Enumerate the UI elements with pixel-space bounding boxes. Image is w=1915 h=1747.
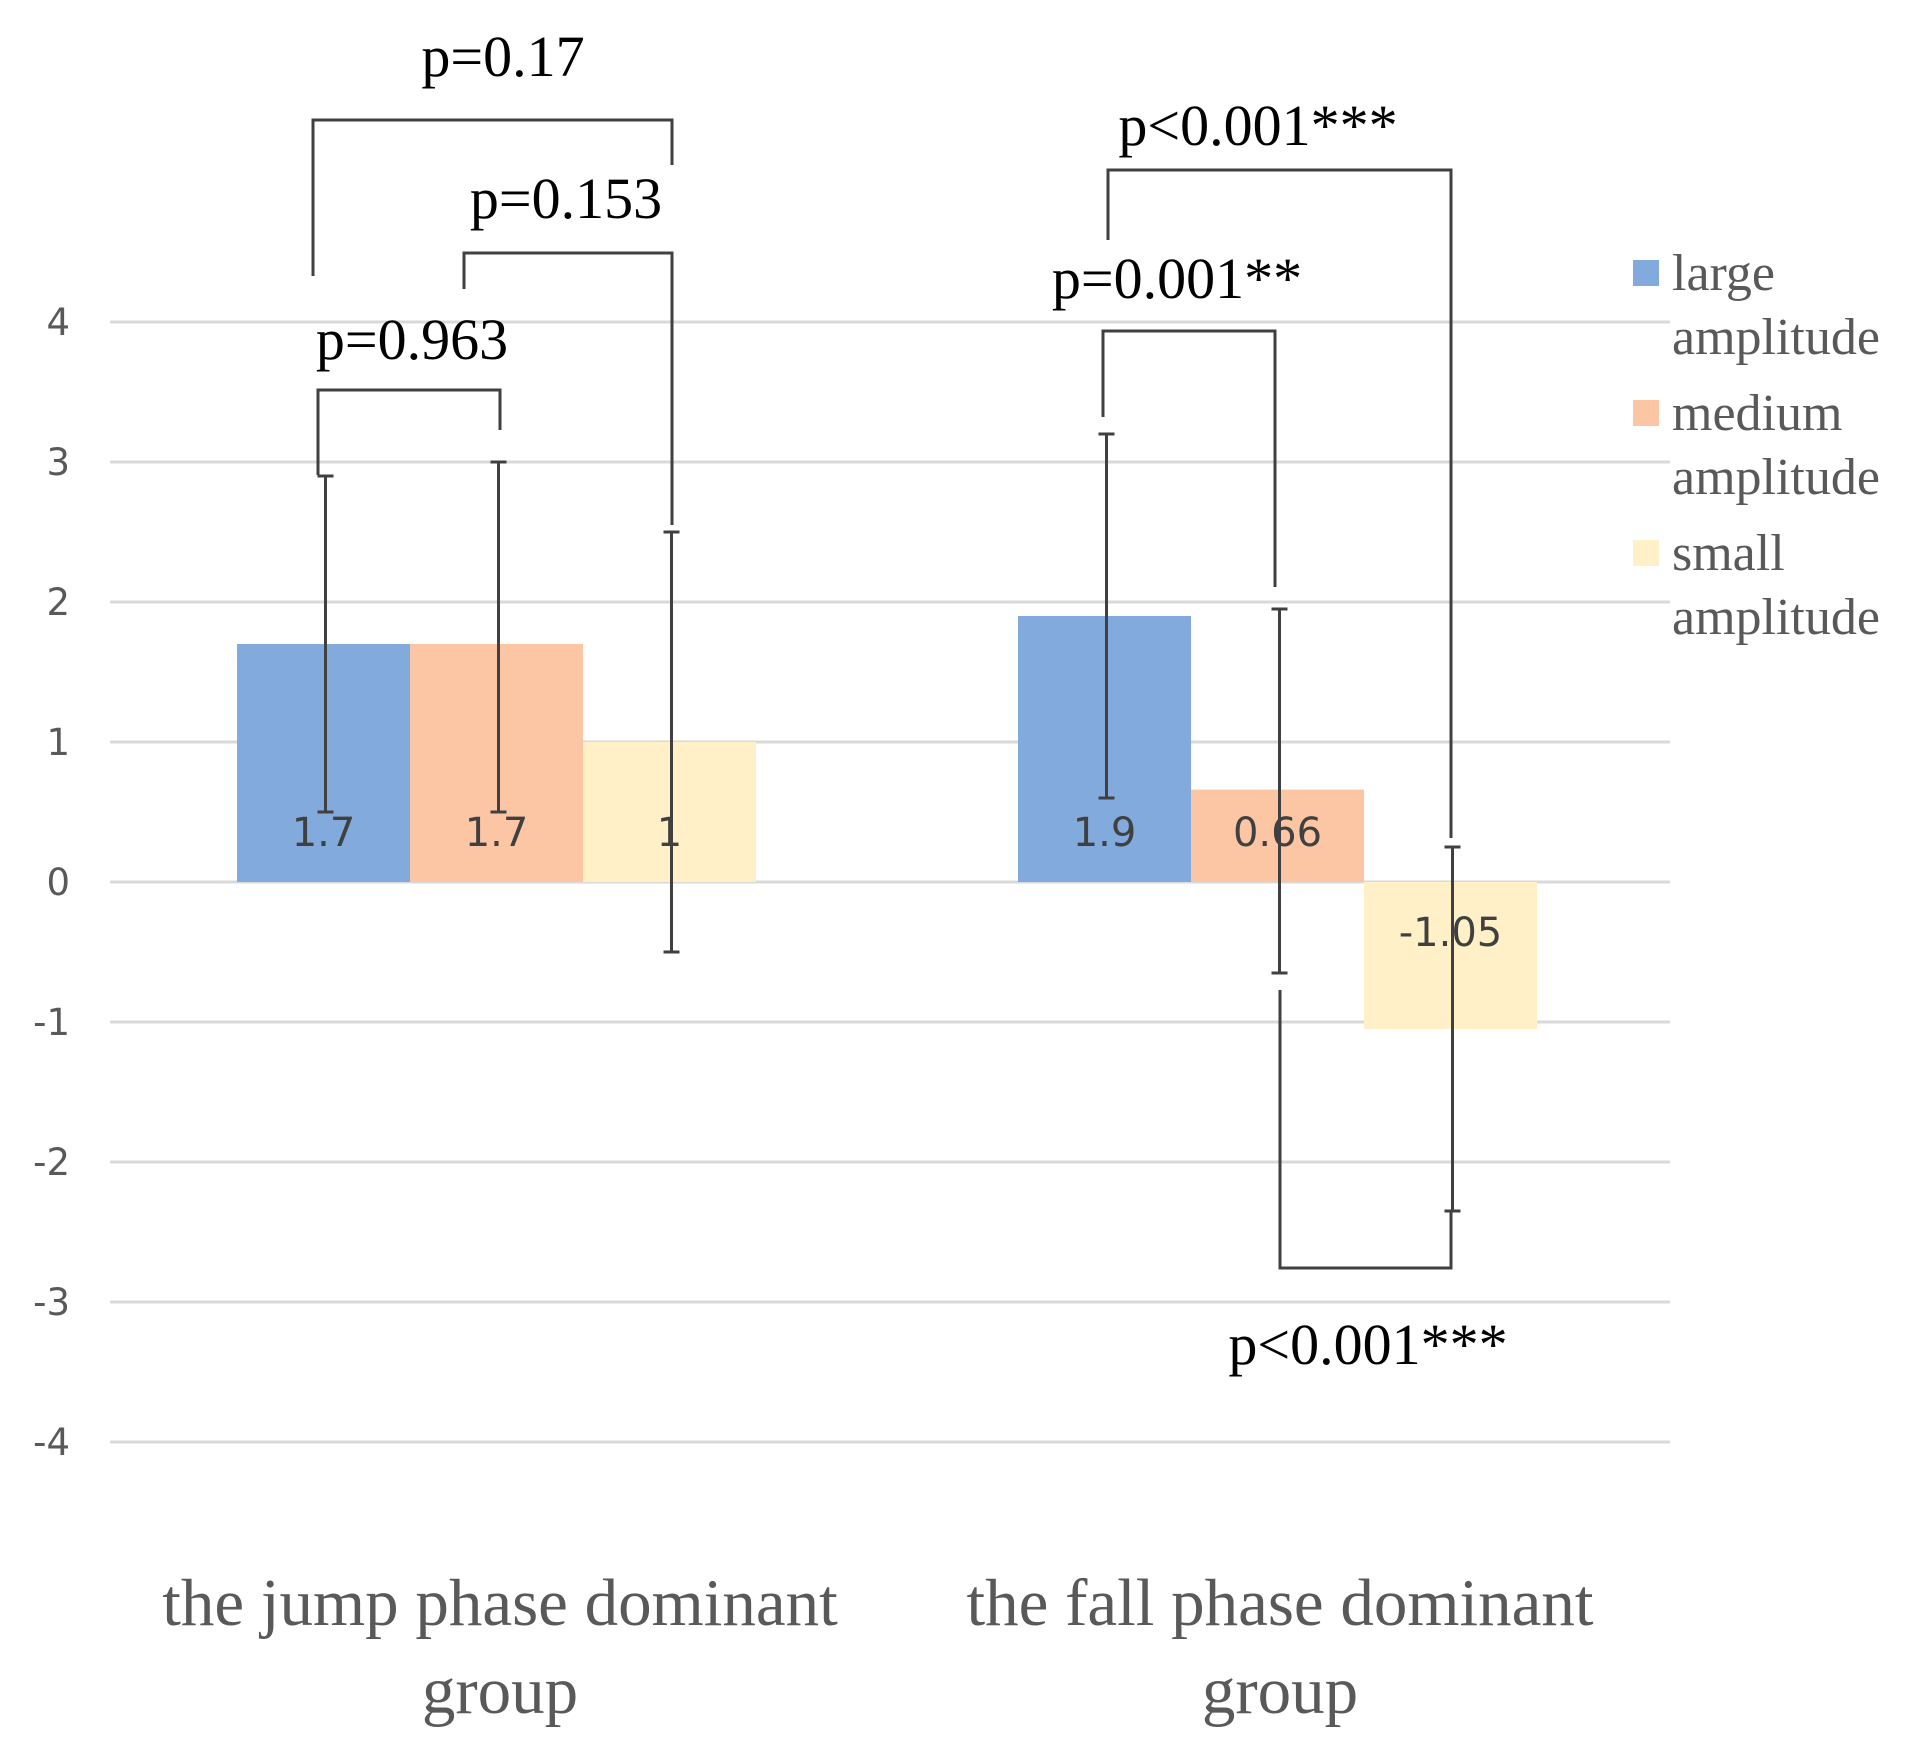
legend-label: small: [1672, 525, 1785, 582]
significance-label: p<0.001***: [1228, 1312, 1507, 1377]
significance-label: p=0.17: [421, 24, 584, 89]
bar: [583, 742, 756, 882]
legend-swatch: [1633, 400, 1659, 426]
data-label: 1.9: [1073, 810, 1137, 856]
significance-bracket: [462, 251, 674, 525]
y-tick-label: -2: [33, 1141, 70, 1184]
category-label: the fall phase dominant: [966, 1566, 1593, 1640]
y-tick-label: 2: [46, 581, 70, 624]
significance-bracket: [1101, 329, 1277, 587]
y-tick-label: -1: [33, 1001, 70, 1044]
data-label: 1.7: [465, 810, 529, 856]
y-tick-label: 3: [46, 441, 70, 484]
significance-bracket: [316, 388, 502, 475]
y-tick-label: 1: [46, 721, 70, 764]
data-label: -1.05: [1399, 910, 1503, 956]
data-label: 0.66: [1233, 810, 1322, 856]
significance-bracket: [1278, 990, 1453, 1270]
bar: [410, 644, 583, 882]
legend-swatch: [1633, 260, 1659, 286]
bar: [1364, 882, 1537, 1029]
significance-label: p=0.001**: [1052, 246, 1302, 311]
legend-label: amplitude: [1672, 449, 1880, 506]
category-label: the jump phase dominant: [162, 1566, 838, 1640]
significance-label: p=0.153: [470, 166, 662, 231]
legend-label: amplitude: [1672, 309, 1880, 366]
significance-brackets: p=0.17 p=0.153 p=0.963 p<0.001*** p=0.001** p…: [311, 24, 1508, 1377]
legend-swatch: [1633, 540, 1659, 566]
data-labels: 1.7 1.9 1.7 0.66 1 -1.05: [292, 810, 1503, 956]
category-label: group: [422, 1654, 578, 1728]
significance-label: p=0.963: [316, 307, 508, 372]
y-tick-label: -3: [33, 1281, 70, 1324]
bars: [237, 616, 1537, 1029]
significance-label: p<0.001***: [1118, 93, 1397, 158]
legend-label: large: [1672, 245, 1775, 302]
y-tick-label: -4: [33, 1421, 70, 1464]
significance-bracket: [1106, 168, 1453, 838]
error-bars: [317, 432, 1461, 1213]
x-axis-categories: the jump phase dominant group the fall pha…: [162, 1566, 1594, 1728]
y-tick-label: 4: [46, 301, 70, 344]
category-label: group: [1202, 1654, 1358, 1728]
y-tick-label: 0: [46, 861, 70, 904]
bar: [1191, 789, 1364, 882]
data-label: 1: [657, 810, 682, 856]
legend-label: medium: [1672, 385, 1842, 442]
y-axis-ticks: 4 3 2 1 0 -1 -2 -3 -4: [33, 301, 70, 1464]
bar: [1018, 616, 1191, 882]
legend-label: amplitude: [1672, 589, 1880, 646]
significance-bracket: [311, 118, 674, 276]
legend: large amplitude medium amplitude small amplit…: [1633, 245, 1880, 646]
data-label: 1.7: [292, 810, 356, 856]
bar: [237, 644, 410, 882]
